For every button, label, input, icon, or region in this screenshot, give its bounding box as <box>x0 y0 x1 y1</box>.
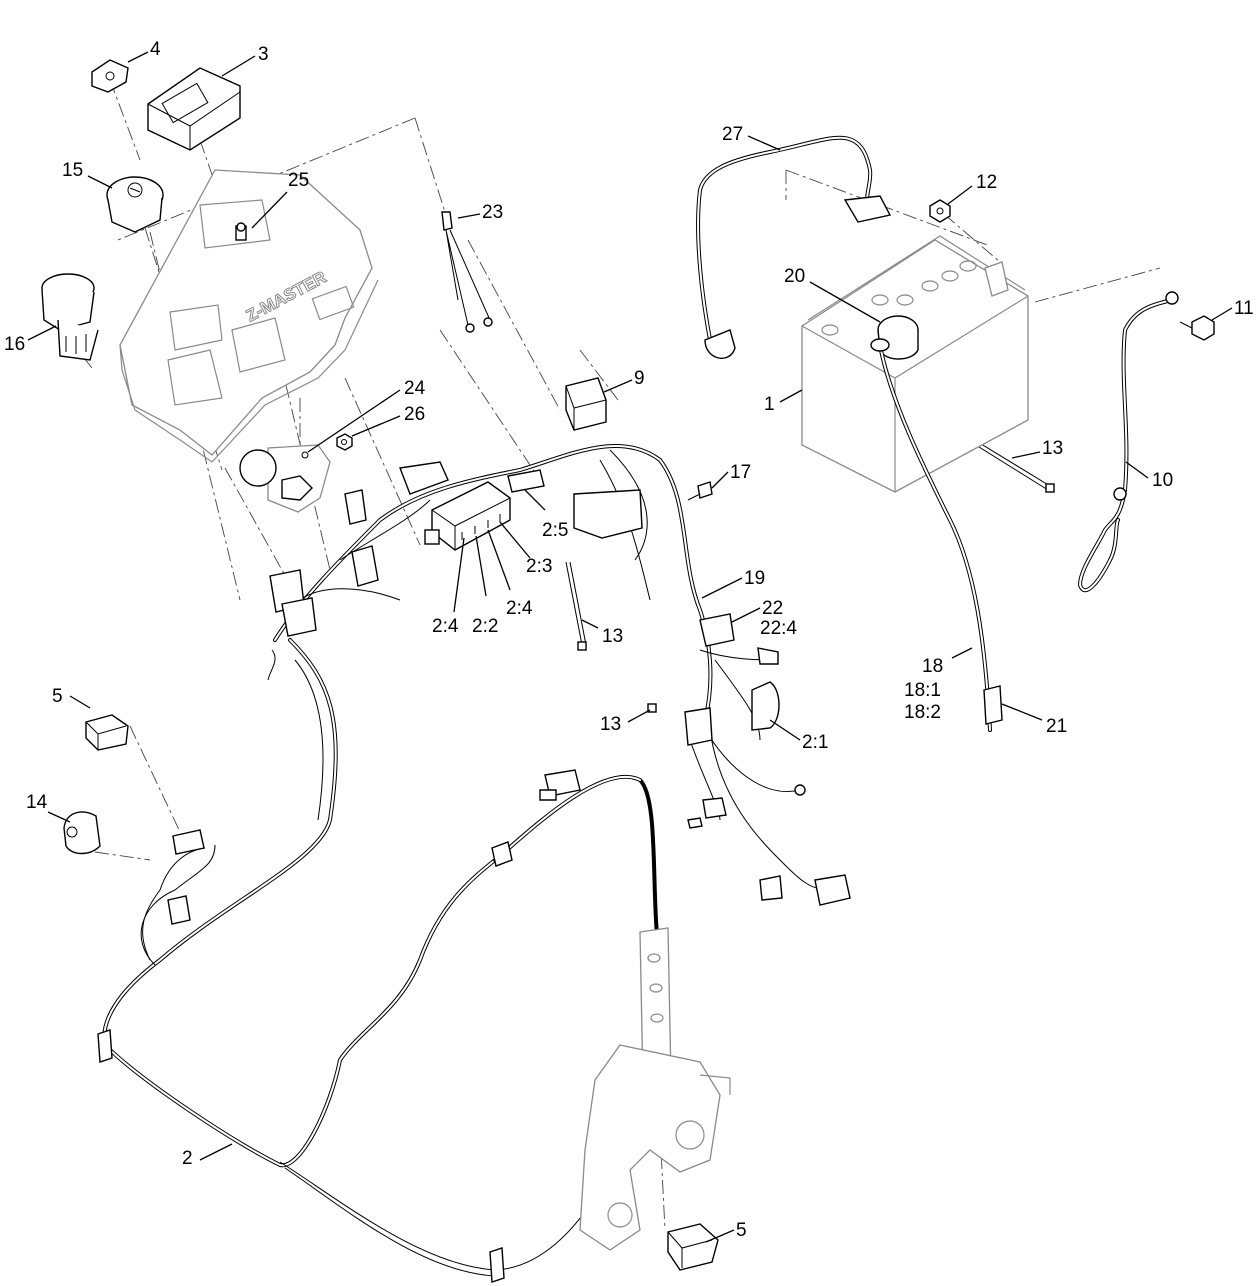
callout-20: 20 <box>784 266 805 287</box>
seat-switch <box>63 811 101 855</box>
callout-24: 24 <box>404 378 426 399</box>
callout-22-4: 22:4 <box>760 618 797 639</box>
callout-25: 25 <box>288 170 309 191</box>
bolt-11 <box>1179 315 1215 341</box>
leader-lines <box>27 51 1233 1243</box>
negative-cable <box>1078 291 1179 593</box>
terminal-cover <box>877 315 919 360</box>
callout-15: 15 <box>62 160 83 181</box>
callout-18: 18 <box>922 656 943 677</box>
callout-2-5: 2:5 <box>542 520 568 541</box>
callout-17: 17 <box>730 462 751 483</box>
callout-10: 10 <box>1152 470 1173 491</box>
nut-26 <box>336 433 353 451</box>
callout-12: 12 <box>976 172 997 193</box>
callout-13-lower: 13 <box>600 714 621 735</box>
ignition-switch <box>106 176 164 233</box>
dash-panel: Z-MASTER <box>119 169 379 463</box>
terminal-boot <box>983 685 1003 725</box>
callout-2-3: 2:3 <box>526 556 552 577</box>
callout-2: 2 <box>182 1148 193 1169</box>
callout-9: 9 <box>634 368 645 389</box>
callout-22: 22 <box>762 598 783 619</box>
hour-meter <box>147 67 241 151</box>
key-tag <box>91 59 129 93</box>
pto-switch <box>41 273 99 361</box>
callout-16: 16 <box>4 334 25 355</box>
callout-labels: 4 3 15 25 23 16 24 26 9 2:5 2:3 2:4 2:2 … <box>4 39 1254 1241</box>
screw-25 <box>235 222 247 241</box>
callout-18-2: 18:2 <box>904 702 941 723</box>
callout-2-1: 2:1 <box>802 732 828 753</box>
callout-21: 21 <box>1046 716 1067 737</box>
bolt-17 <box>687 481 713 501</box>
callout-1: 1 <box>764 394 775 415</box>
main-wire-harness <box>97 444 851 1283</box>
callout-18-1: 18:1 <box>904 680 941 701</box>
callout-13-center: 13 <box>602 626 623 647</box>
battery <box>801 235 1029 493</box>
callout-3: 3 <box>258 44 269 65</box>
battery-hold-down <box>696 135 892 359</box>
callout-2-4-left: 2:4 <box>432 616 459 637</box>
callout-23: 23 <box>482 202 503 223</box>
callout-13-right: 13 <box>1042 438 1063 459</box>
switch-5-upper <box>85 714 129 751</box>
callout-26: 26 <box>404 404 425 425</box>
callout-11: 11 <box>1234 298 1254 319</box>
brake-lever-assembly <box>579 927 731 1271</box>
callout-2-2: 2:2 <box>472 616 498 637</box>
cable-ties <box>565 427 1055 713</box>
callout-5-upper: 5 <box>52 686 63 707</box>
relay-9 <box>565 377 607 431</box>
nut-12 <box>929 199 951 223</box>
callout-4: 4 <box>150 39 161 60</box>
callout-19: 19 <box>744 568 765 589</box>
callout-14: 14 <box>26 792 48 813</box>
callout-5-lower: 5 <box>736 1220 747 1241</box>
callout-27: 27 <box>722 124 743 145</box>
switch-24 <box>239 444 331 513</box>
callout-2-4-right: 2:4 <box>506 598 533 619</box>
wire-jumper <box>441 211 493 333</box>
positive-cable <box>870 338 992 732</box>
